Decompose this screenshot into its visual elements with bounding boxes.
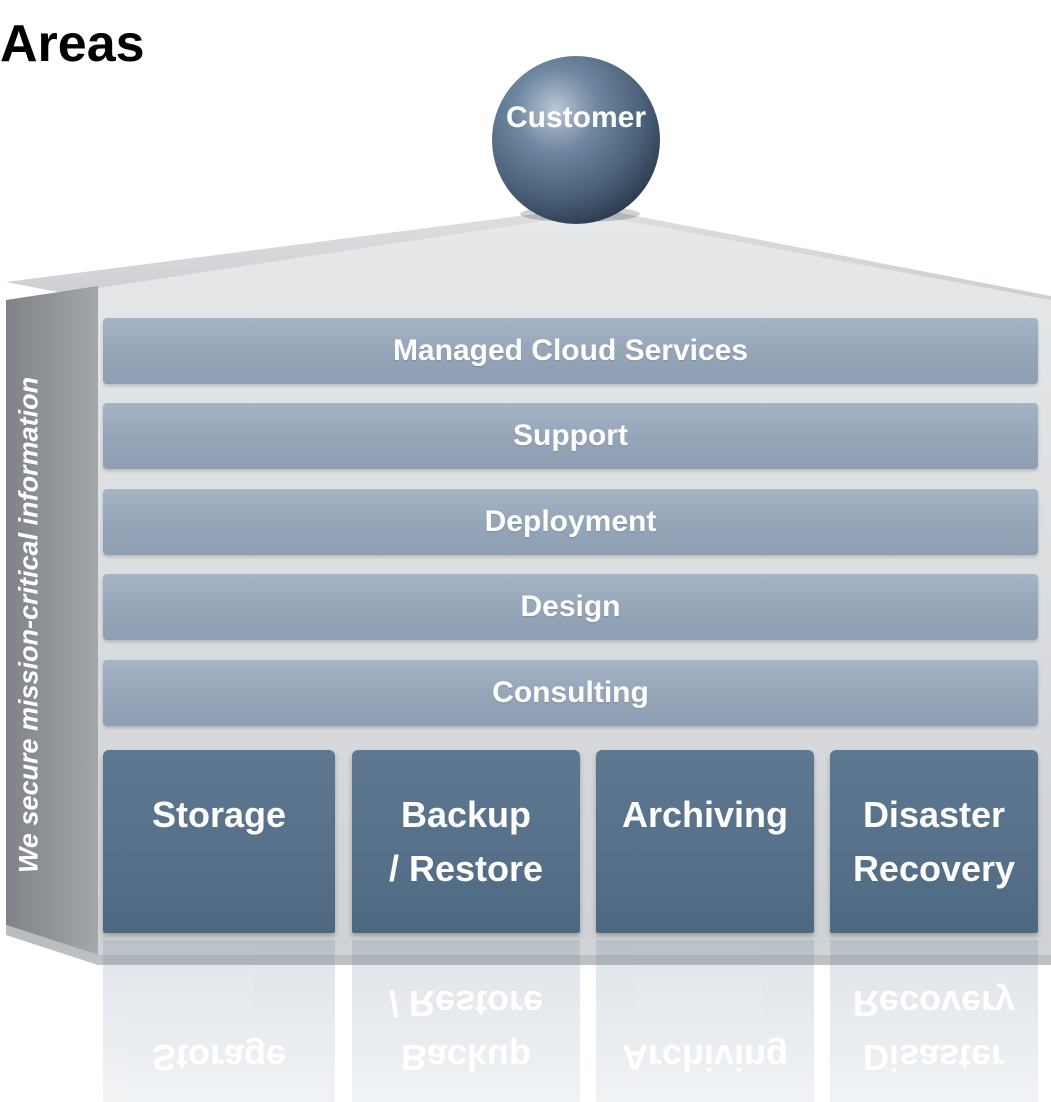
pillar-backup-restore-label: Backup / Restore <box>388 794 544 889</box>
pillar-disaster-recovery: Disaster Recovery <box>830 750 1038 933</box>
layer-support: Support <box>103 403 1038 469</box>
pillar-archiving-label: Archiving <box>621 794 789 835</box>
side-label: We secure mission-critical information <box>13 376 44 874</box>
side-panel <box>6 286 98 955</box>
layer-consulting: Consulting <box>103 660 1038 726</box>
layer-managed-cloud-services: Managed Cloud Services <box>103 318 1038 384</box>
pillar-disaster-recovery-label: Disaster Recovery <box>852 794 1016 889</box>
pillar-backup-restore: Backup / Restore <box>352 750 580 933</box>
customer-sphere <box>492 56 660 224</box>
pillar-storage-label: Storage <box>151 794 287 835</box>
pillar-storage: Storage <box>103 750 335 933</box>
layer-deployment: Deployment <box>103 489 1038 555</box>
pillar-archiving: Archiving <box>596 750 814 933</box>
page-title: Areas <box>0 15 145 73</box>
layer-design: Design <box>103 574 1038 640</box>
sphere-label: Customer <box>505 101 647 134</box>
